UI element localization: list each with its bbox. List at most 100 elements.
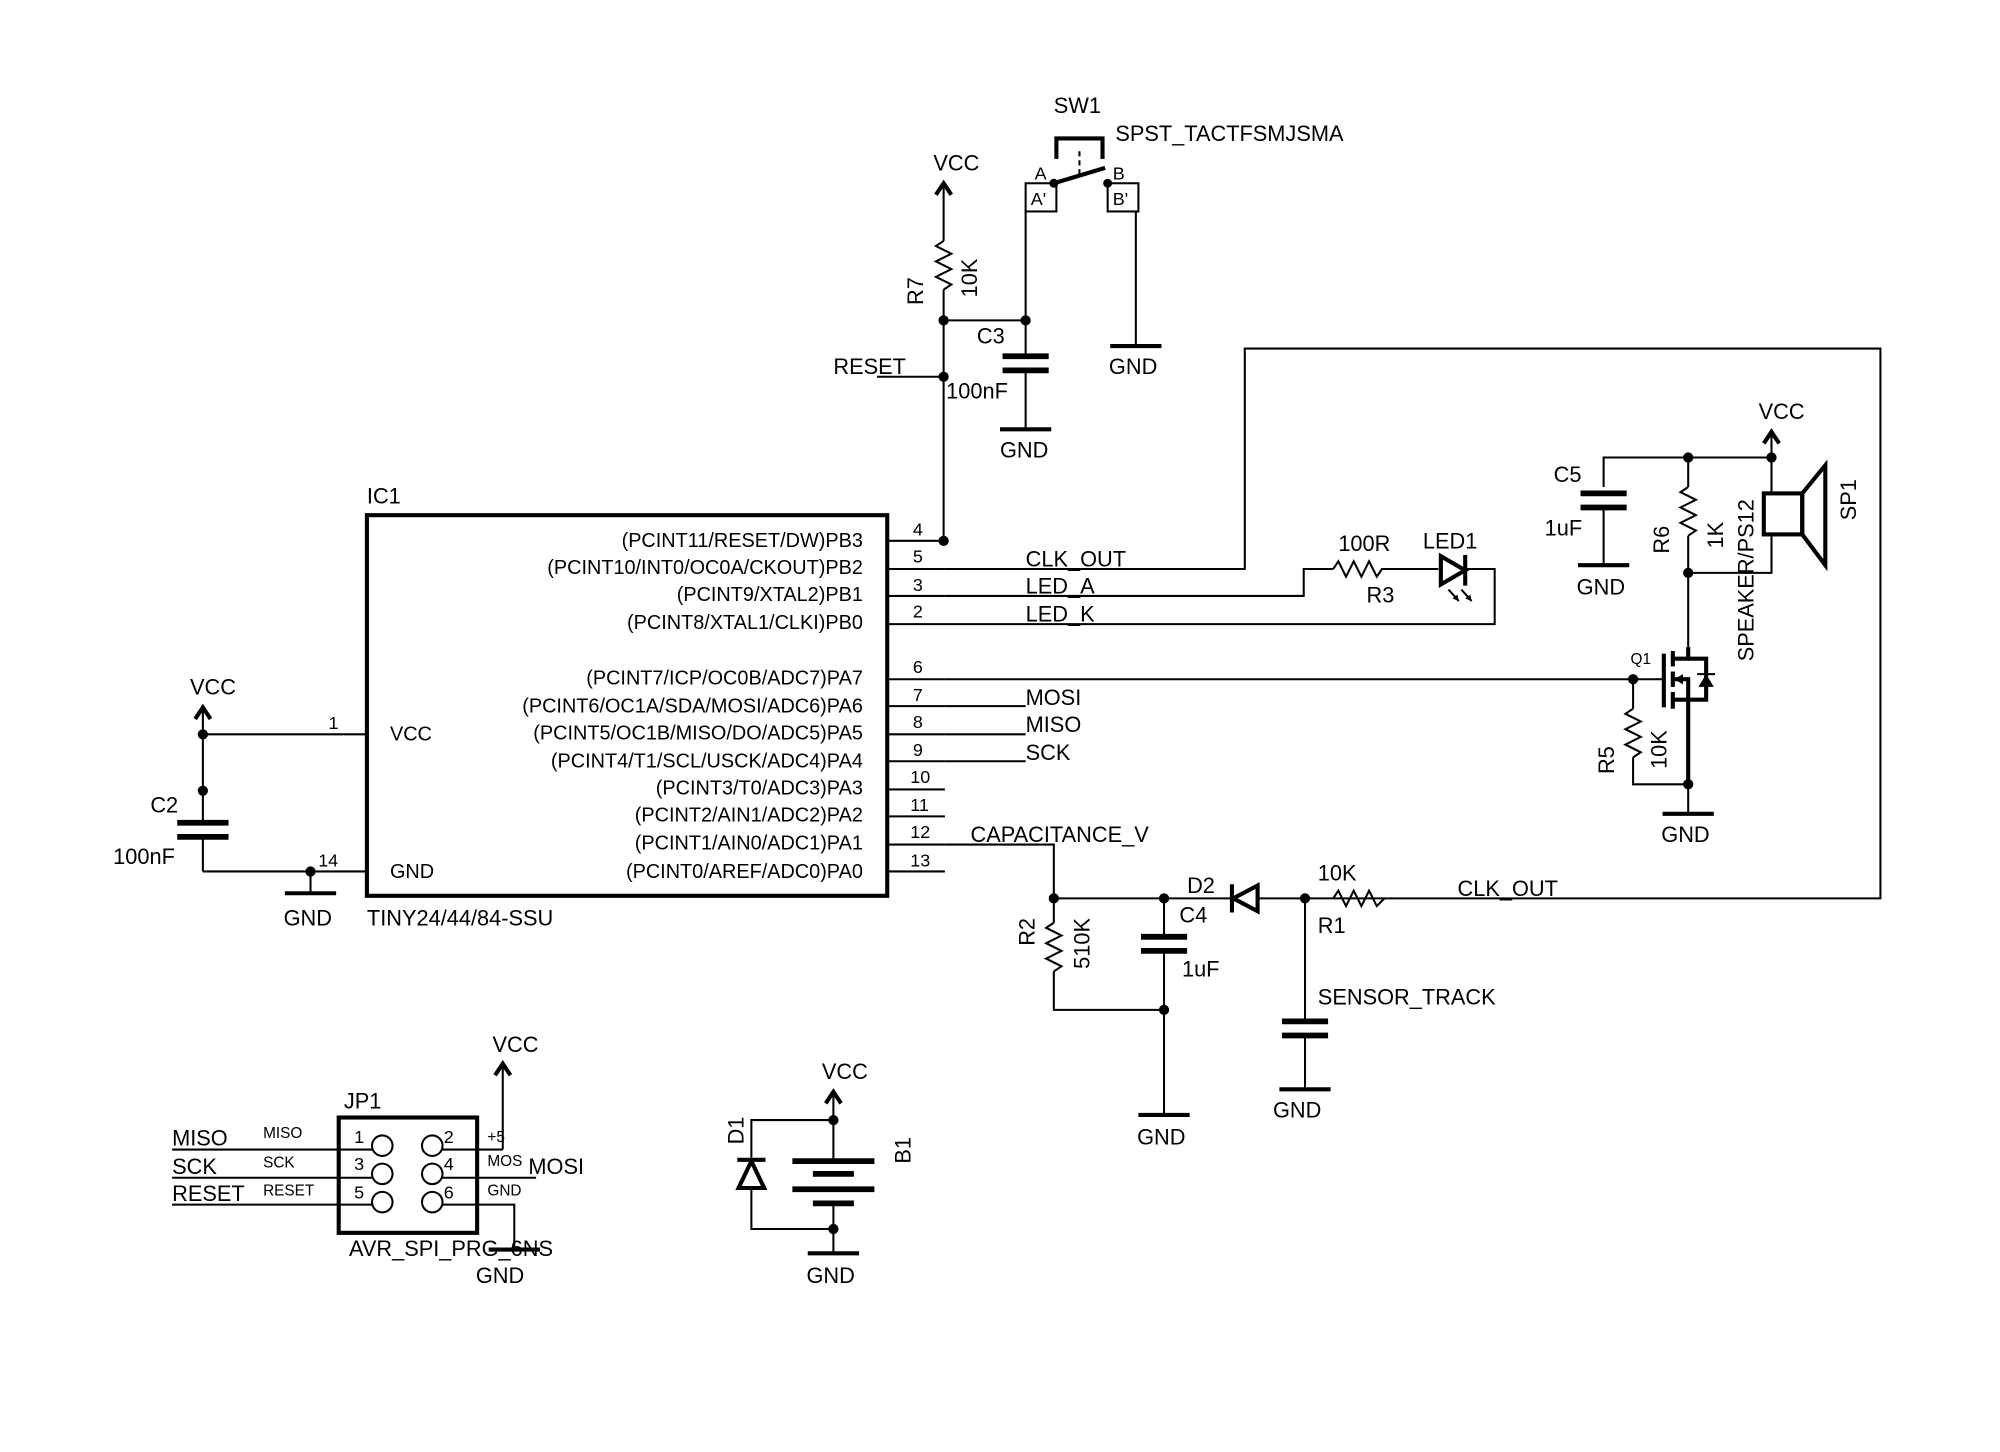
jp1-pin-label: MISO (263, 1125, 302, 1142)
ic1-pin-num: 4 (913, 520, 923, 540)
ic1-ref: IC1 (367, 484, 401, 509)
net-label-clk-out: CLK_OUT (1026, 546, 1126, 571)
vcc-label: VCC (190, 675, 236, 700)
ic1-pin-num: 12 (910, 822, 930, 842)
gnd-label: GND (284, 905, 332, 930)
gnd-label: GND (1661, 822, 1709, 847)
q1-ref: Q1 (1631, 651, 1652, 668)
ic1-pin-name: (PCINT0/AREF/ADC0)PA0 (626, 861, 863, 883)
ic1-pin-num: 7 (913, 685, 923, 705)
net-label-led-a: LED_A (1026, 573, 1095, 598)
jp1-pin-num: 4 (444, 1154, 454, 1174)
led1-ref: LED1 (1423, 529, 1477, 554)
net-label-led-k: LED_K (1026, 602, 1095, 627)
c4-ref: C4 (1179, 903, 1207, 928)
vcc-label: VCC (1759, 399, 1805, 424)
gnd-label: GND (1137, 1124, 1185, 1149)
ic1[interactable]: IC1 TINY24/44/84-SSU 1 VCC 14 GND (PCINT… (202, 484, 945, 931)
sw1-part: SPST_TACTFSMJSMA (1115, 121, 1344, 146)
jp1-pin-2[interactable] (420, 1134, 444, 1157)
ic1-pin-name: (PCINT9/XTAL2)PB1 (677, 584, 863, 606)
ic1-pin-num: 8 (913, 712, 923, 732)
ic1-pin-num: 6 (913, 657, 923, 677)
c4-value: 1uF (1182, 957, 1220, 982)
ic1-pin-name: (PCINT3/T0/ADC3)PA3 (656, 778, 863, 800)
sensor-circuit: R2 510K C4 1uF GND D2 10K R1 CLK_OUT SEN… (1015, 860, 1558, 1149)
ic1-pin-num: 11 (910, 795, 929, 815)
ic1-pin-num: 13 (910, 850, 930, 870)
speaker-circuit: VCC C5 1uF GND R6 1K SP1 SPEAKER/PS12 (1545, 399, 1861, 847)
r1-resistor (1332, 888, 1386, 909)
ic1-nets: CLK_OUT LED_A LED_K MOSI MISO SCK CAPACI… (944, 347, 1882, 900)
sw1-pad-b (1106, 182, 1140, 213)
c3-value: 100nF (946, 379, 1008, 404)
r7-resistor (933, 240, 954, 291)
ic1-part: TINY24/44/84-SSU (367, 905, 553, 930)
ic1-pin-num: 2 (913, 602, 923, 622)
r5-value: 10K (1646, 730, 1671, 769)
jp1-pin-label: GND (487, 1183, 521, 1200)
r1-value: 10K (1318, 860, 1357, 885)
ic1-pin-name: (PCINT7/ICP/OC0B/ADC7)PA7 (586, 667, 863, 689)
ic1-pin1-name: VCC (390, 724, 432, 746)
jp1-pin-num: 1 (354, 1127, 364, 1147)
r7-ref: R7 (903, 277, 928, 305)
ic1-pin1-num: 1 (328, 713, 338, 733)
net-label-capacitance-v: CAPACITANCE_V (971, 822, 1150, 847)
jp1-pin-label: RESET (263, 1183, 315, 1200)
sw1-pin-b: B (1113, 163, 1125, 183)
ic1-pin-name: (PCINT10/INT0/OC0A/CKOUT)PB2 (547, 557, 863, 579)
ic1-pin-num: 9 (913, 740, 923, 760)
r7-value: 10K (957, 258, 982, 297)
jp1-pin-label: MOS (487, 1153, 522, 1170)
ic1-pin14-num: 14 (318, 850, 338, 870)
battery-circuit: VCC B1 D1 GND (724, 1059, 916, 1288)
d1-ref: D1 (724, 1117, 749, 1145)
ic1-pin-name: (PCINT6/OC1A/SDA/MOSI/ADC6)PA6 (522, 696, 863, 718)
jp1-pin-num: 6 (444, 1182, 454, 1202)
sw1-pad-a (1024, 182, 1058, 213)
gnd-label: GND (1577, 575, 1625, 600)
jp1-header[interactable]: JP1 AVR_SPI_PRG_6NS 1 3 5 2 4 6 MISO SCK… (172, 1032, 584, 1288)
gnd-label: GND (1109, 354, 1157, 379)
r2-ref: R2 (1015, 918, 1040, 946)
capacitance-v-wire (944, 843, 1055, 899)
jp1-pin-4[interactable] (420, 1162, 444, 1186)
jp1-pin-3[interactable] (371, 1162, 394, 1186)
jp1-pin-6[interactable] (420, 1190, 444, 1214)
sw1-pad-b-label: B' (1113, 189, 1128, 209)
net-label-reset: RESET (833, 354, 906, 379)
sp1-part: SPEAKER/PS12 (1734, 499, 1759, 661)
jp1-pin-1[interactable] (371, 1134, 394, 1157)
jp1-pin-label: SCK (263, 1154, 295, 1171)
vcc-label: VCC (822, 1059, 868, 1084)
ic1-pin-name: (PCINT8/XTAL1/CLKI)PB0 (627, 612, 863, 634)
sw1-ref: SW1 (1054, 93, 1101, 118)
ic1-pin-name: (PCINT5/OC1B/MISO/DO/ADC5)PA5 (533, 722, 863, 744)
ic1-pin14-name: GND (390, 861, 434, 883)
r5-ref: R5 (1594, 746, 1619, 774)
net-label-mosi: MOSI (1026, 685, 1082, 710)
sp1-ref: SP1 (1836, 479, 1861, 520)
c2-ref: C2 (150, 793, 178, 818)
r1-ref: R1 (1318, 913, 1346, 938)
led-a-wire (944, 567, 1334, 597)
gnd-label: GND (476, 1263, 524, 1288)
r5-resistor (1623, 707, 1644, 759)
sw1-pad-a-label: A' (1031, 189, 1046, 209)
jp1-net-miso: MISO (172, 1126, 228, 1151)
d2-ref: D2 (1187, 873, 1215, 898)
ic1-pin-name: (PCINT4/T1/SCL/USCK/ADC4)PA4 (551, 751, 863, 773)
gnd-label: GND (1273, 1098, 1321, 1123)
jp1-pin-5[interactable] (371, 1190, 394, 1214)
r3-value: 100R (1338, 531, 1390, 556)
jp1-net-sck: SCK (172, 1154, 217, 1179)
jp1-net-mosi: MOSI (528, 1154, 584, 1179)
jp1-pin-num: 3 (354, 1154, 364, 1174)
gnd-label: GND (1000, 438, 1048, 463)
c5-ref: C5 (1554, 462, 1582, 487)
r2-value: 510K (1070, 918, 1095, 969)
sw1-lever[interactable] (1053, 165, 1106, 186)
d2-diode-icon (1228, 882, 1260, 915)
b1-ref: B1 (890, 1137, 915, 1164)
